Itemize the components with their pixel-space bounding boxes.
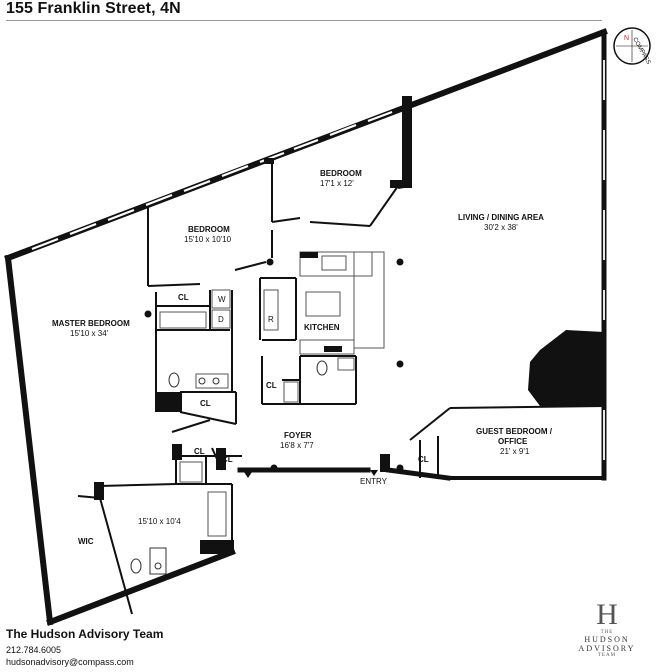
kitchen-fixtures [159,251,385,537]
foyer-name: FOYER [284,431,312,440]
washer-label: W [218,295,226,304]
team-email[interactable]: hudsonadvisory@compass.com [6,657,134,667]
team-name: The Hudson Advisory Team [6,627,164,641]
title-divider [6,20,602,21]
master-size: 15'10 x 34' [70,329,109,338]
kitchen-blocks [300,252,342,352]
logo-mark: H [596,598,618,631]
page-title: 155 Franklin Street, 4N [6,0,181,17]
entry-label: ENTRY [360,477,388,486]
columns [144,258,404,472]
window-segments [31,48,581,251]
hudson-logo: H THE HUDSON ADVISORY TEAM [562,600,652,666]
wic-name: WIC [78,537,94,546]
closet-label-1: CL [178,293,189,302]
guest-name2: OFFICE [498,437,528,446]
toilets [130,360,328,575]
closet-label-3: CL [266,381,277,390]
compass-icon: N COMPASS [613,27,651,65]
logo-the: THE [600,630,614,635]
master-name: MASTER BEDROOM [52,319,130,328]
bedroom-top-name: BEDROOM [320,169,362,178]
master-bath-size: 15'10 x 10'4 [138,517,181,526]
compass-north: N [624,35,629,42]
living-name: LIVING / DINING AREA [458,213,544,222]
bedroom-top-size: 17'1 x 12' [320,179,354,188]
living-size: 30'2 x 38' [484,223,518,232]
guest-name: GUEST BEDROOM / [476,427,553,436]
room-labels: BEDROOM 17'1 x 12' BEDROOM 15'10 x 10'10… [52,169,553,546]
closet-label-5: CL [222,455,233,464]
closet-label-2: CL [200,399,211,408]
entry-arrows [244,470,378,478]
solid-walls [94,96,604,554]
bedroom-mid-size: 15'10 x 10'10 [184,235,232,244]
dryer-label: D [218,315,224,324]
closet-label-4: CL [194,447,205,456]
kitchen-name: KITCHEN [304,323,340,332]
logo-name: HUDSON ADVISORY [578,635,636,653]
team-phone: 212.784.6005 [6,645,62,655]
logo-team: TEAM [597,653,617,658]
foyer-size: 16'8 x 7'7 [280,441,314,450]
closet-label-6: CL [418,455,429,464]
fridge-label: R [268,315,274,324]
guest-size: 21' x 9'1 [500,447,530,456]
bedroom-mid-name: BEDROOM [188,225,230,234]
